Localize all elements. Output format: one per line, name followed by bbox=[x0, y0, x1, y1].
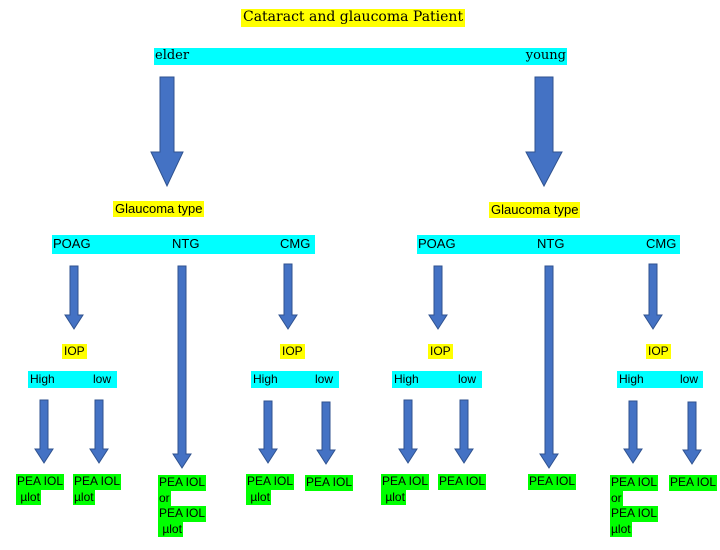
elder-cmg-arrow bbox=[278, 263, 298, 330]
elder-poag-high-arrow bbox=[34, 399, 54, 464]
elder-poag-iop: IOP bbox=[62, 344, 87, 359]
outcome-line: PEA IOL bbox=[305, 475, 354, 491]
young-type-ntg: NTG bbox=[537, 236, 565, 251]
elder-type-bar: POAG NTG CMG bbox=[52, 235, 315, 254]
elder-poag-iop-bar: High low bbox=[28, 371, 117, 388]
outcome-line: PEA IOL bbox=[438, 474, 487, 490]
diagram-title: Cataract and glaucoma Patient bbox=[241, 9, 466, 27]
elder-ntg-outcome: PEA IOL or PEA IOL µlot bbox=[158, 475, 207, 538]
outcome-line: PEA IOL bbox=[528, 474, 577, 490]
outcome-line: µlot bbox=[73, 489, 95, 506]
elder-cmg-high-arrow bbox=[258, 400, 278, 464]
young-poag-high: High bbox=[394, 372, 419, 386]
young-glaucoma-type-heading: Glaucoma type bbox=[489, 202, 581, 219]
elder-poag-low-arrow bbox=[89, 399, 109, 464]
age-bar: elder young bbox=[154, 48, 567, 65]
young-cmg-arrow bbox=[643, 263, 663, 330]
young-poag-high-arrow bbox=[398, 399, 418, 464]
outcome-line: PEA IOL bbox=[669, 475, 718, 491]
young-cmg-iop: IOP bbox=[646, 344, 671, 359]
age-elder-label: elder bbox=[155, 48, 190, 63]
young-poag-high-outcome: PEA IOL µlot bbox=[381, 474, 430, 506]
elder-poag-high: High bbox=[30, 372, 55, 386]
elder-glaucoma-type-heading: Glaucoma type bbox=[113, 201, 205, 218]
young-poag-iop: IOP bbox=[428, 344, 453, 359]
elder-type-cmg: CMG bbox=[280, 236, 311, 251]
outcome-line: PEA IOL bbox=[16, 474, 65, 490]
young-poag-low: low bbox=[458, 372, 477, 386]
young-poag-low-outcome: PEA IOL bbox=[438, 474, 487, 490]
young-ntg-arrow bbox=[539, 265, 559, 469]
young-poag-low-arrow bbox=[454, 399, 474, 464]
young-cmg-high-arrow bbox=[623, 400, 643, 464]
outcome-line: PEA IOL bbox=[158, 475, 207, 491]
elder-type-poag: POAG bbox=[53, 236, 91, 251]
outcome-line: PEA IOL bbox=[610, 506, 659, 522]
young-cmg-low-arrow bbox=[682, 401, 702, 465]
age-young-label: young bbox=[525, 48, 566, 63]
elder-cmg-iop-bar: High low bbox=[251, 371, 339, 388]
outcome-line: µlot bbox=[158, 521, 183, 538]
elder-type-ntg: NTG bbox=[172, 236, 200, 251]
young-type-poag: POAG bbox=[418, 236, 456, 251]
young-cmg-high-outcome: PEA IOL or PEA IOL µlot bbox=[610, 475, 659, 538]
young-cmg-high: High bbox=[619, 372, 644, 386]
outcome-line: or bbox=[158, 490, 171, 507]
elder-cmg-high-outcome: PEA IOL µlot bbox=[246, 474, 295, 506]
young-type-cmg: CMG bbox=[646, 236, 677, 251]
young-type-bar: POAG NTG CMG bbox=[417, 235, 680, 254]
elder-cmg-low: low bbox=[315, 372, 334, 386]
outcome-line: PEA IOL bbox=[158, 506, 207, 522]
elder-ntg-arrow bbox=[172, 265, 192, 469]
outcome-line: PEA IOL bbox=[246, 474, 295, 490]
outcome-line: or bbox=[610, 490, 623, 507]
elder-down-arrow bbox=[150, 76, 184, 188]
outcome-line: PEA IOL bbox=[610, 475, 659, 491]
outcome-line: µlot bbox=[246, 489, 271, 506]
elder-cmg-high: High bbox=[253, 372, 278, 386]
young-poag-arrow bbox=[428, 265, 448, 330]
elder-cmg-low-arrow bbox=[316, 401, 336, 465]
young-poag-iop-bar: High low bbox=[392, 371, 482, 388]
outcome-line: µlot bbox=[610, 521, 632, 538]
elder-poag-high-outcome: PEA IOL µlot bbox=[16, 474, 65, 506]
outcome-line: PEA IOL bbox=[381, 474, 430, 490]
young-down-arrow bbox=[525, 76, 563, 188]
elder-cmg-iop: IOP bbox=[280, 344, 305, 359]
outcome-line: µlot bbox=[381, 489, 406, 506]
young-cmg-low: low bbox=[680, 372, 699, 386]
outcome-line: PEA IOL bbox=[73, 474, 122, 490]
outcome-line: µlot bbox=[16, 489, 41, 506]
young-ntg-outcome: PEA IOL bbox=[528, 474, 577, 490]
young-cmg-low-outcome: PEA IOL bbox=[669, 475, 718, 491]
elder-poag-low-outcome: PEA IOL µlot bbox=[73, 474, 122, 506]
elder-poag-low: low bbox=[93, 372, 112, 386]
elder-poag-arrow bbox=[64, 265, 84, 330]
young-cmg-iop-bar: High low bbox=[617, 371, 703, 388]
elder-cmg-low-outcome: PEA IOL bbox=[305, 475, 354, 491]
